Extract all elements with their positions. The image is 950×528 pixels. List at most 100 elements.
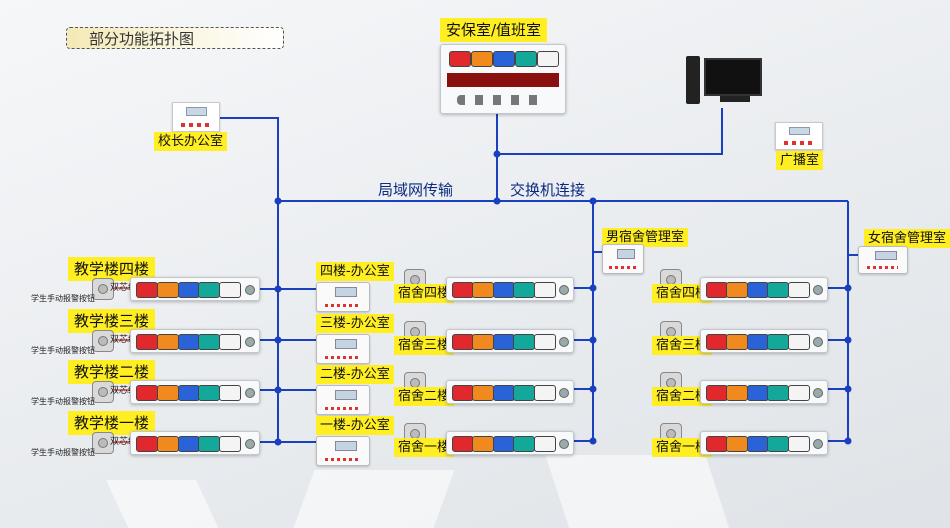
knob-icon — [559, 439, 569, 449]
signal-lamp — [472, 282, 495, 298]
signal-lamp — [219, 334, 242, 350]
principal-office-label: 校长办公室 — [154, 132, 228, 151]
page-title: 部分功能拓扑图 — [66, 27, 284, 49]
teaching-alarm-panel — [130, 329, 260, 353]
office-floor-label: 二楼-办公室 — [316, 365, 394, 384]
female-dorm-alarm-panel — [700, 329, 828, 353]
indicator-buttons — [457, 95, 547, 105]
computer-icon — [686, 56, 762, 104]
broadcast-room-label: 广播室 — [776, 151, 824, 170]
signal-lamp — [746, 436, 769, 452]
signal-lamp — [219, 282, 242, 298]
red-lamp — [449, 51, 471, 67]
signal-lamp — [726, 282, 749, 298]
knob-icon — [245, 285, 255, 295]
female-dorm-floor-label: 宿舍四楼 — [652, 284, 713, 303]
signal-lamp — [472, 436, 495, 452]
alarm-button-icon[interactable] — [92, 278, 114, 300]
signal-lamp — [706, 385, 728, 401]
female-dorm-floor-label: 宿舍一楼 — [652, 438, 713, 457]
female-dorm-alarm-panel — [700, 380, 828, 404]
signal-lamp — [136, 436, 158, 452]
signal-lamp — [726, 334, 749, 350]
security-control-panel — [440, 44, 566, 114]
button-row — [325, 304, 360, 308]
signal-lamp — [787, 436, 810, 452]
button-row — [325, 407, 360, 411]
alarm-button-icon[interactable] — [92, 330, 114, 352]
signal-lamp — [513, 282, 536, 298]
signal-lamp — [198, 385, 221, 401]
male-dorm-alarm-panel — [446, 329, 574, 353]
alarm-button-label: 学生手动报警按钮 — [31, 294, 95, 303]
lan-label: 局域网传输 — [378, 181, 454, 199]
signal-lamp — [452, 436, 474, 452]
signal-lamp — [136, 385, 158, 401]
female-dorm-floor-label: 宿舍三楼 — [652, 336, 713, 355]
male-dorm-floor-label: 宿舍一楼 — [394, 438, 455, 457]
signal-lamp — [726, 385, 749, 401]
signal-lamp — [706, 334, 728, 350]
signal-lamp — [472, 334, 495, 350]
knob-icon — [813, 337, 823, 347]
office-floor-label: 四楼-办公室 — [316, 262, 394, 281]
signal-lamp — [177, 334, 200, 350]
signal-lamp — [513, 436, 536, 452]
signal-lamp — [787, 334, 810, 350]
knob-icon — [559, 388, 569, 398]
male-dorm-controller — [602, 244, 644, 274]
signal-lamp — [513, 334, 536, 350]
signal-lamp — [706, 282, 728, 298]
lcd-screen — [334, 338, 358, 350]
white-lamp — [537, 51, 559, 67]
teaching-alarm-panel — [130, 277, 260, 301]
led-display — [447, 73, 559, 87]
signal-lamp — [452, 282, 474, 298]
signal-lamp — [513, 385, 536, 401]
signal-lamp — [472, 385, 495, 401]
office-floor-label: 一楼-办公室 — [316, 416, 394, 435]
signal-lamp — [746, 334, 769, 350]
knob-icon — [559, 337, 569, 347]
alarm-button-icon[interactable] — [92, 381, 114, 403]
signal-lamp — [533, 436, 556, 452]
alarm-button-label: 学生手动报警按钮 — [31, 448, 95, 457]
alarm-button-label: 学生手动报警按钮 — [31, 397, 95, 406]
button-row — [325, 356, 360, 360]
knob-icon — [245, 388, 255, 398]
security-room-label: 安保室/值班室 — [440, 18, 548, 42]
broadcast-controller — [775, 122, 823, 150]
signal-lamp — [746, 385, 769, 401]
signal-lamp — [198, 334, 221, 350]
female-dorm-office-label: 女宿舍管理室 — [864, 229, 950, 248]
orange-lamp — [471, 51, 493, 67]
knob-icon — [245, 439, 255, 449]
signal-lamp — [533, 282, 556, 298]
teal-lamp — [515, 51, 537, 67]
cable-label: 双芯线 — [110, 335, 138, 345]
knob-icon — [813, 388, 823, 398]
signal-lamp — [198, 282, 221, 298]
signal-lamp — [136, 282, 158, 298]
signal-lamp — [156, 334, 179, 350]
male-dorm-floor-label: 宿舍四楼 — [394, 284, 455, 303]
office-controller — [316, 334, 370, 364]
cable-label: 双芯线 — [110, 386, 138, 396]
male-dorm-office-label: 男宿舍管理室 — [602, 228, 689, 247]
signal-lamp — [726, 436, 749, 452]
signal-lamp — [136, 334, 158, 350]
signal-lamp — [156, 385, 179, 401]
signal-lamp — [767, 385, 790, 401]
male-dorm-floor-label: 宿舍二楼 — [394, 387, 455, 406]
signal-lamp — [492, 282, 515, 298]
signal-lamp — [767, 282, 790, 298]
signal-lamp — [492, 385, 515, 401]
signal-lamp — [198, 436, 221, 452]
male-dorm-alarm-panel — [446, 277, 574, 301]
female-dorm-alarm-panel — [700, 431, 828, 455]
knob-icon — [245, 337, 255, 347]
signal-lamp — [492, 436, 515, 452]
teaching-alarm-panel — [130, 380, 260, 404]
alarm-button-icon[interactable] — [92, 432, 114, 454]
